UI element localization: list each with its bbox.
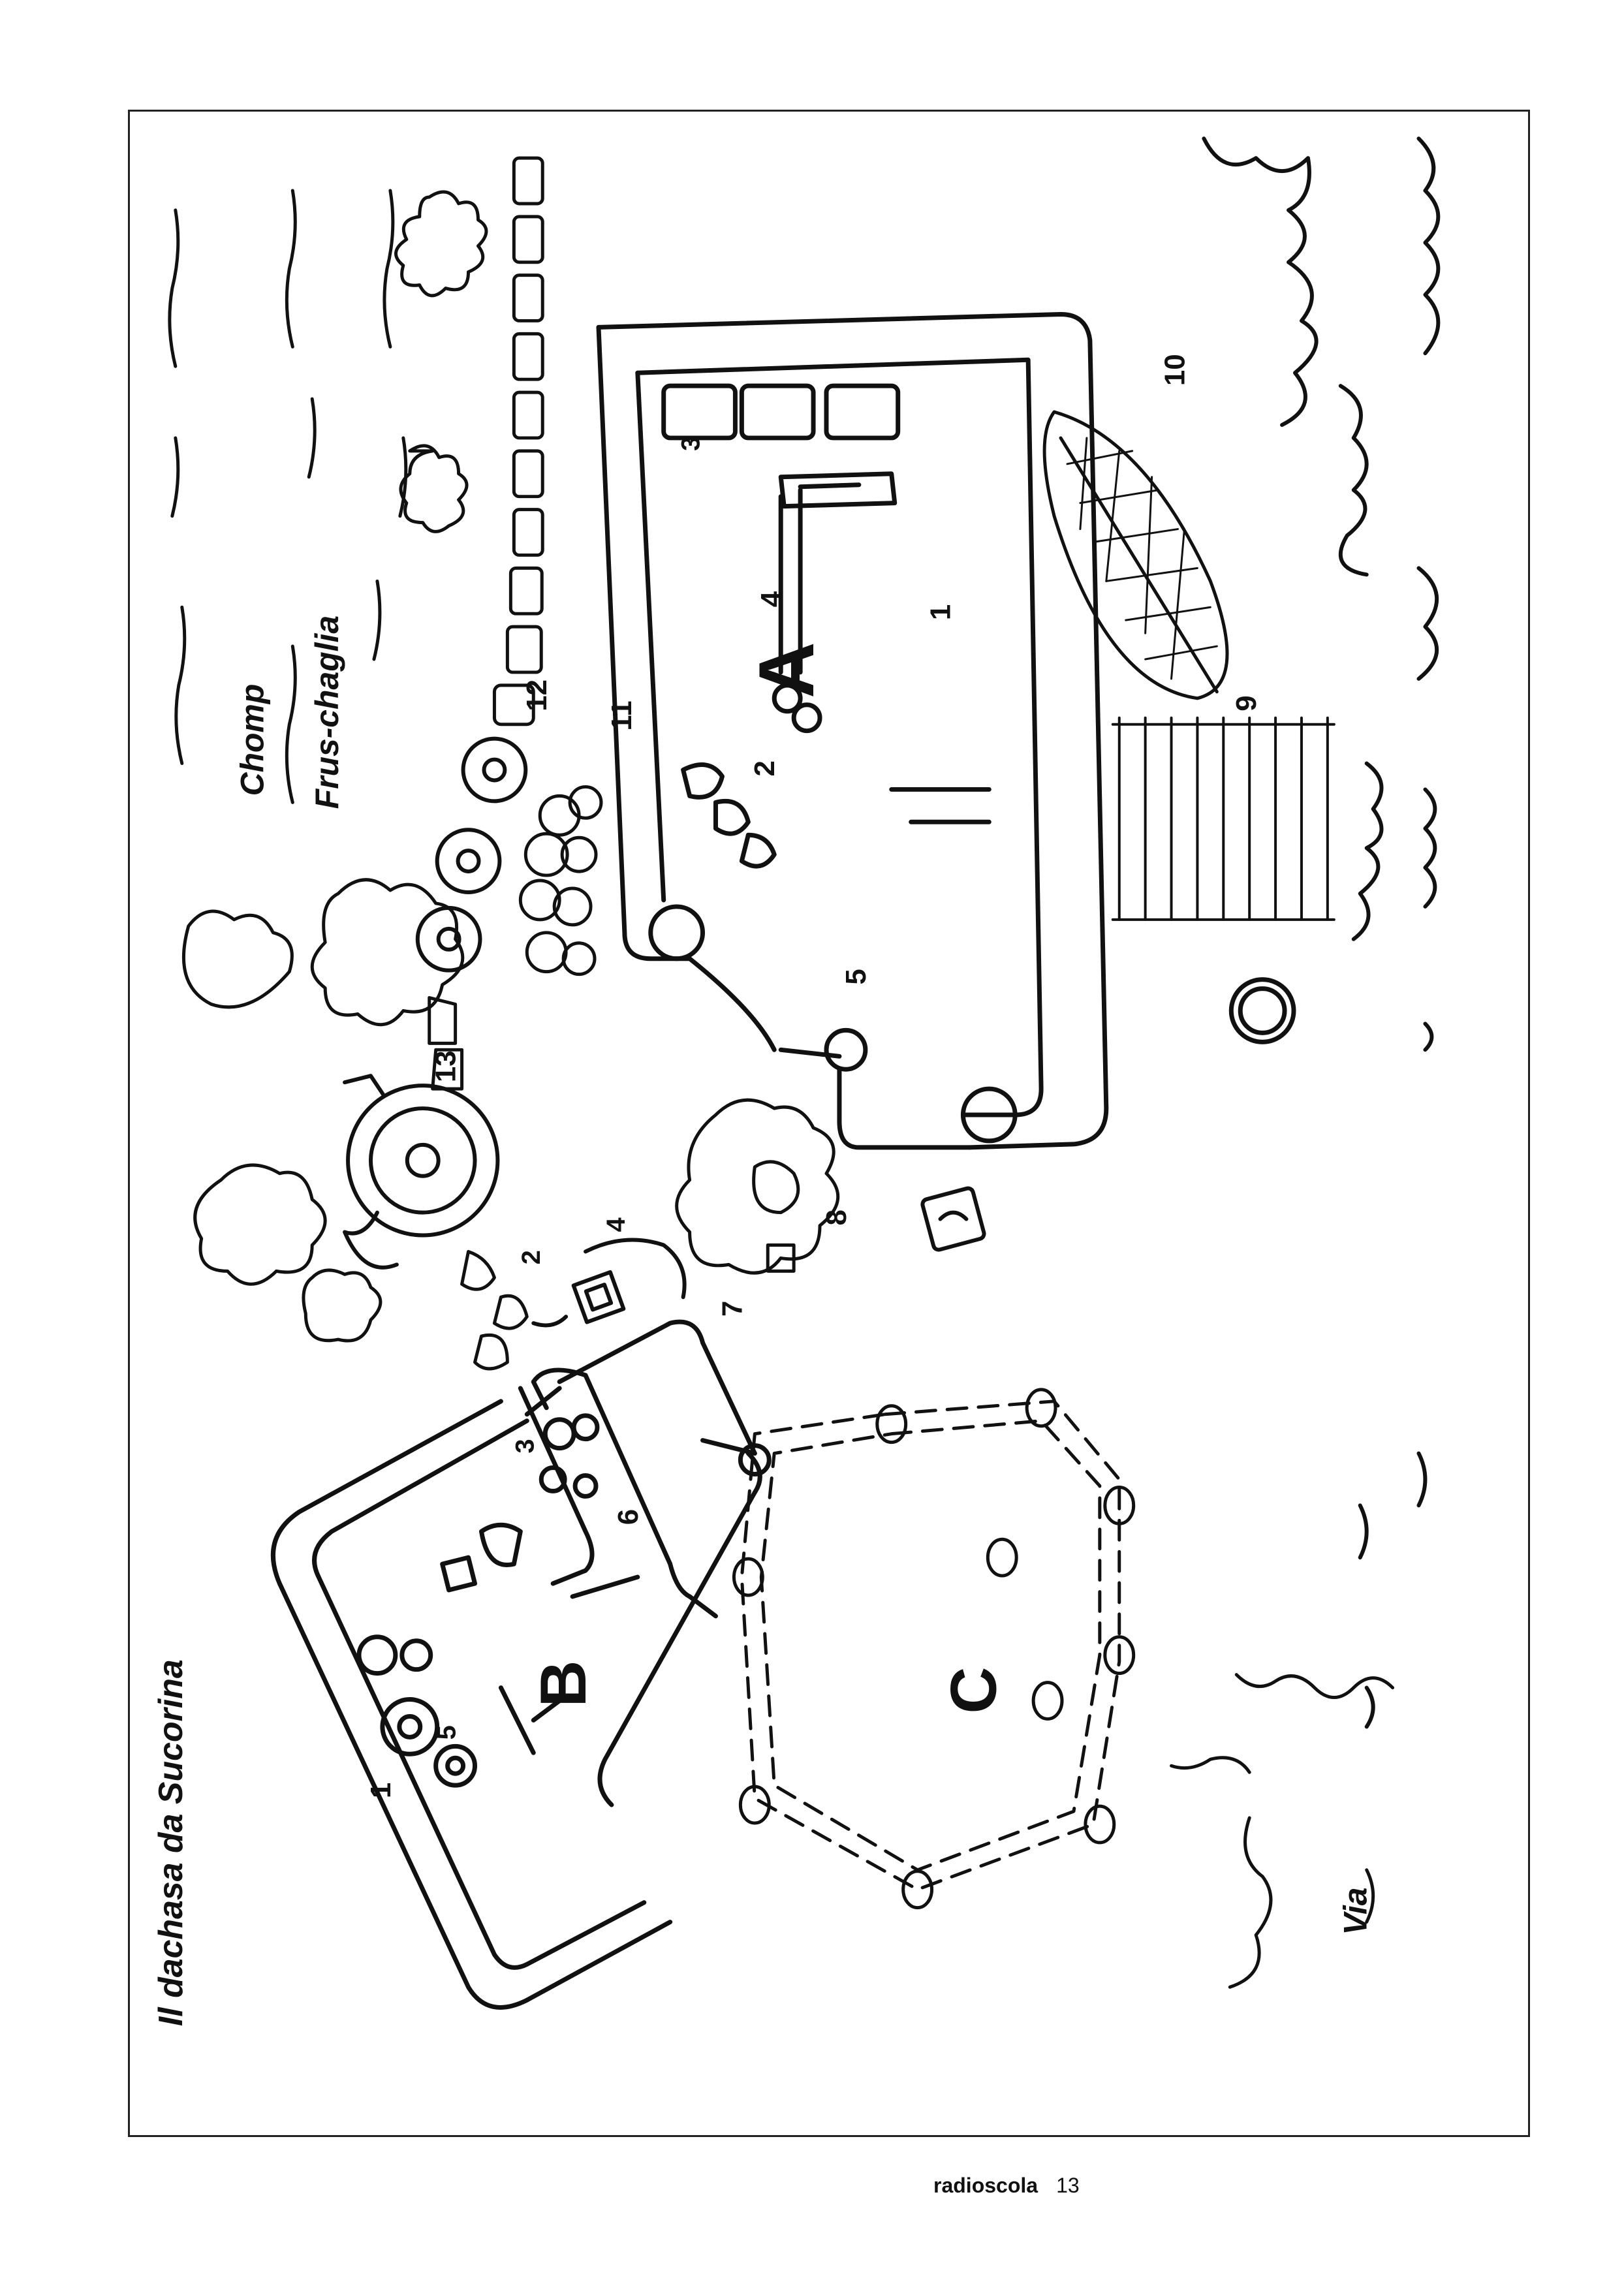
hearth-4 — [531, 1238, 687, 1328]
label-11: 11 — [606, 700, 638, 730]
page-number: 13 — [1056, 2174, 1080, 2197]
field-label-fruschaglia: Frus-chaglia — [309, 616, 345, 809]
stone-ring-13 — [343, 1074, 500, 1270]
site-map: Il dachasa da Sucorina Chomp Frus-chagli… — [151, 136, 1441, 2026]
label-6: 6 — [612, 1509, 644, 1525]
rock-pile — [518, 785, 603, 976]
label-12: 12 — [521, 679, 553, 711]
label-b-1: 1 — [365, 1783, 397, 1798]
label-b-2: 2 — [517, 1250, 546, 1264]
map-title: Il dachasa da Sucorina — [151, 1659, 189, 2026]
road-label: Via — [1337, 1888, 1374, 1935]
label-a-2: 2 — [749, 760, 781, 776]
label-9: 9 — [1230, 695, 1262, 711]
label-8: 8 — [820, 1210, 852, 1225]
enclosure-c — [732, 1388, 1136, 1910]
field-strokes — [168, 189, 408, 804]
page-footer: radioscola 13 — [933, 2174, 1080, 2213]
ring-object — [1228, 977, 1296, 1044]
small-trough — [920, 1186, 986, 1252]
hedge-right — [1202, 136, 1441, 1729]
stick-bundle-9 — [1111, 716, 1335, 921]
woven-mat-10 — [1042, 410, 1229, 700]
label-13: 13 — [430, 1050, 462, 1082]
field-label-chomp: Chomp — [234, 684, 270, 796]
label-a-1: 1 — [924, 604, 956, 620]
building-label-c: C — [937, 1666, 1010, 1713]
building-label-a: A — [743, 642, 830, 698]
footer-brand: radioscola — [933, 2174, 1038, 2197]
round-stones — [415, 736, 528, 973]
label-a-3: 3 — [677, 437, 706, 451]
label-b-3: 3 — [510, 1439, 539, 1453]
label-b-5: 5 — [433, 1725, 461, 1740]
road-edge — [1170, 1673, 1395, 1989]
label-a-4: 4 — [755, 591, 787, 607]
stepping-stones — [492, 156, 544, 726]
path-stones — [428, 996, 529, 1371]
building-label-b: B — [527, 1660, 600, 1707]
building-b — [270, 1319, 772, 2010]
label-7: 7 — [716, 1301, 748, 1317]
building-a — [596, 311, 1109, 1150]
shrub-8 — [675, 1098, 840, 1275]
label-a-5: 5 — [840, 969, 872, 984]
label-10: 10 — [1159, 354, 1191, 386]
map-frame: Il dachasa da Sucorina Chomp Frus-chagli… — [128, 110, 1530, 2137]
label-b-4: 4 — [602, 1217, 631, 1232]
